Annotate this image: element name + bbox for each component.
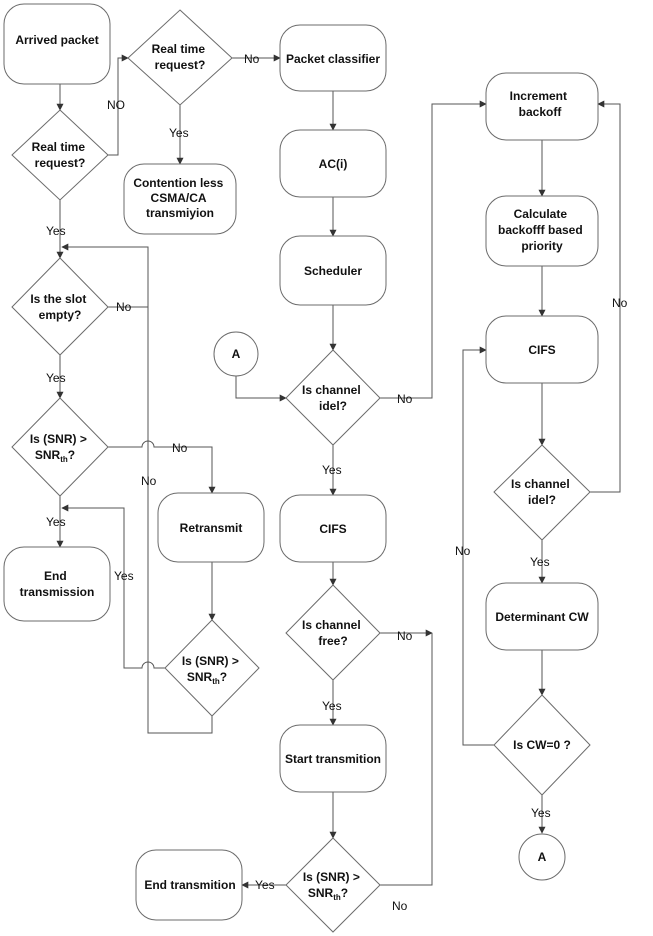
node-cifs-right — [485, 315, 599, 384]
node-ac-i — [279, 129, 387, 198]
label-no-slot: No — [116, 300, 132, 314]
edge-snr-mid-no-loop — [147, 307, 213, 734]
text-packet-classifier: Packet classifier — [286, 52, 380, 66]
label-no-snr-left: No — [172, 441, 188, 455]
edges — [56, 54, 621, 889]
label-no-cw-zero: No — [455, 544, 471, 558]
text-ac-i: AC(i) — [319, 157, 348, 171]
node-channel-free — [285, 584, 381, 681]
node-channel-idel-right — [493, 444, 591, 541]
text-channel-idel-mid: Is channel idel? — [302, 383, 364, 413]
label-yes-slot: Yes — [46, 371, 66, 385]
text-arrived-packet: Arrived packet — [15, 33, 98, 47]
label-no-channel-free: No — [397, 629, 413, 643]
node-slot-empty — [11, 257, 109, 356]
text-retransmit: Retransmit — [180, 521, 243, 535]
label-yes-snr-left: Yes — [46, 515, 66, 529]
connector-a-bottom — [518, 833, 566, 881]
edge-slot-no-loop — [61, 243, 149, 308]
node-labels: Arrived packet Real time request? Real t… — [15, 33, 589, 902]
label-no-channel-mid: No — [397, 392, 413, 406]
text-connector-a-top: A — [232, 347, 241, 361]
label-no-rt-top: No — [244, 52, 260, 66]
edge-snr-no-to-bus — [370, 633, 433, 886]
edge-idel-no-to-backoff — [590, 100, 621, 493]
label-yes-rt-left: Yes — [46, 224, 66, 238]
label-no-caps-rt-left: NO — [107, 98, 125, 112]
node-snr-mid — [164, 619, 260, 717]
edge-channel-no-to-backoff — [380, 100, 487, 399]
label-yes-snr-bottom: Yes — [255, 878, 275, 892]
node-increment-backoff — [485, 72, 599, 141]
text-contention-less: Contention less CSMA/CA transmiyion — [133, 176, 226, 220]
connector-a-top — [213, 331, 259, 377]
text-end-transmission-left: End transmission — [20, 569, 95, 599]
edge-rt-no-to-rt-top — [108, 54, 129, 156]
node-rt-request-top — [127, 9, 233, 106]
text-start-transmition: Start transmition — [285, 752, 381, 766]
text-slot-empty: Is the slot empty? — [30, 292, 89, 322]
node-end-transmition — [135, 849, 243, 921]
text-channel-idel-right: Is channel idel? — [511, 477, 573, 507]
label-yes-channel-mid: Yes — [322, 463, 342, 477]
text-cw-zero: Is CW=0 ? — [513, 738, 571, 752]
node-contention-less — [123, 163, 237, 235]
text-rt-request-left: Real time request? — [32, 140, 89, 170]
text-scheduler: Scheduler — [304, 264, 362, 278]
text-determinant-cw: Determinant CW — [495, 610, 589, 624]
label-no-channel-right: No — [612, 296, 628, 310]
node-arrived-packet — [3, 3, 111, 85]
edge-labels: No NO Yes Yes No Yes No No Yes Yes No Ye… — [46, 52, 628, 913]
nodes — [3, 3, 599, 933]
text-cifs-mid: CIFS — [319, 522, 346, 536]
label-yes-cw-zero: Yes — [531, 806, 551, 820]
edge-snr-left-no-to-retransmit — [108, 440, 216, 494]
node-end-transmission-left — [3, 546, 111, 622]
label-yes-channel-free: Yes — [322, 699, 342, 713]
label-yes-channel-right: Yes — [530, 555, 550, 569]
text-end-transmition: End transmition — [144, 878, 235, 892]
text-snr-left: Is (SNR) > SNRth? — [30, 432, 90, 464]
node-packet-classifier — [279, 24, 387, 92]
text-calculate-backoff: Calculate backofff based priority — [498, 207, 586, 253]
label-no-snr-bottom: No — [392, 899, 408, 913]
node-scheduler — [279, 235, 387, 306]
label-yes-snr-mid: Yes — [114, 569, 134, 583]
node-retransmit — [157, 492, 265, 563]
node-determinant-cw — [485, 582, 599, 651]
text-connector-a-bottom: A — [538, 850, 547, 864]
node-start-transmition — [279, 724, 387, 793]
label-no-loop: No — [141, 474, 157, 488]
edge-zero-no-to-cifs — [462, 346, 495, 746]
text-increment-backoff: Increment backoff — [510, 89, 571, 119]
node-snr-bottom — [285, 837, 381, 933]
node-snr-left — [11, 397, 109, 497]
text-snr-mid: Is (SNR) > SNRth? — [182, 654, 242, 686]
text-channel-free: Is channel free? — [302, 618, 364, 648]
node-rt-request-left — [11, 109, 109, 201]
label-yes-rt-top: Yes — [169, 126, 189, 140]
node-cw-zero — [493, 694, 591, 796]
node-cifs-mid — [279, 494, 387, 563]
text-rt-request-top: Real time request? — [152, 42, 209, 72]
edge-a-to-channel — [235, 376, 287, 402]
node-calculate-backoff — [485, 195, 599, 267]
text-cifs-right: CIFS — [528, 343, 555, 357]
node-channel-idel-mid — [285, 349, 381, 446]
edge-snr-mid-yes-loop — [61, 504, 165, 669]
text-snr-bottom: Is (SNR) > SNRth? — [303, 870, 363, 902]
